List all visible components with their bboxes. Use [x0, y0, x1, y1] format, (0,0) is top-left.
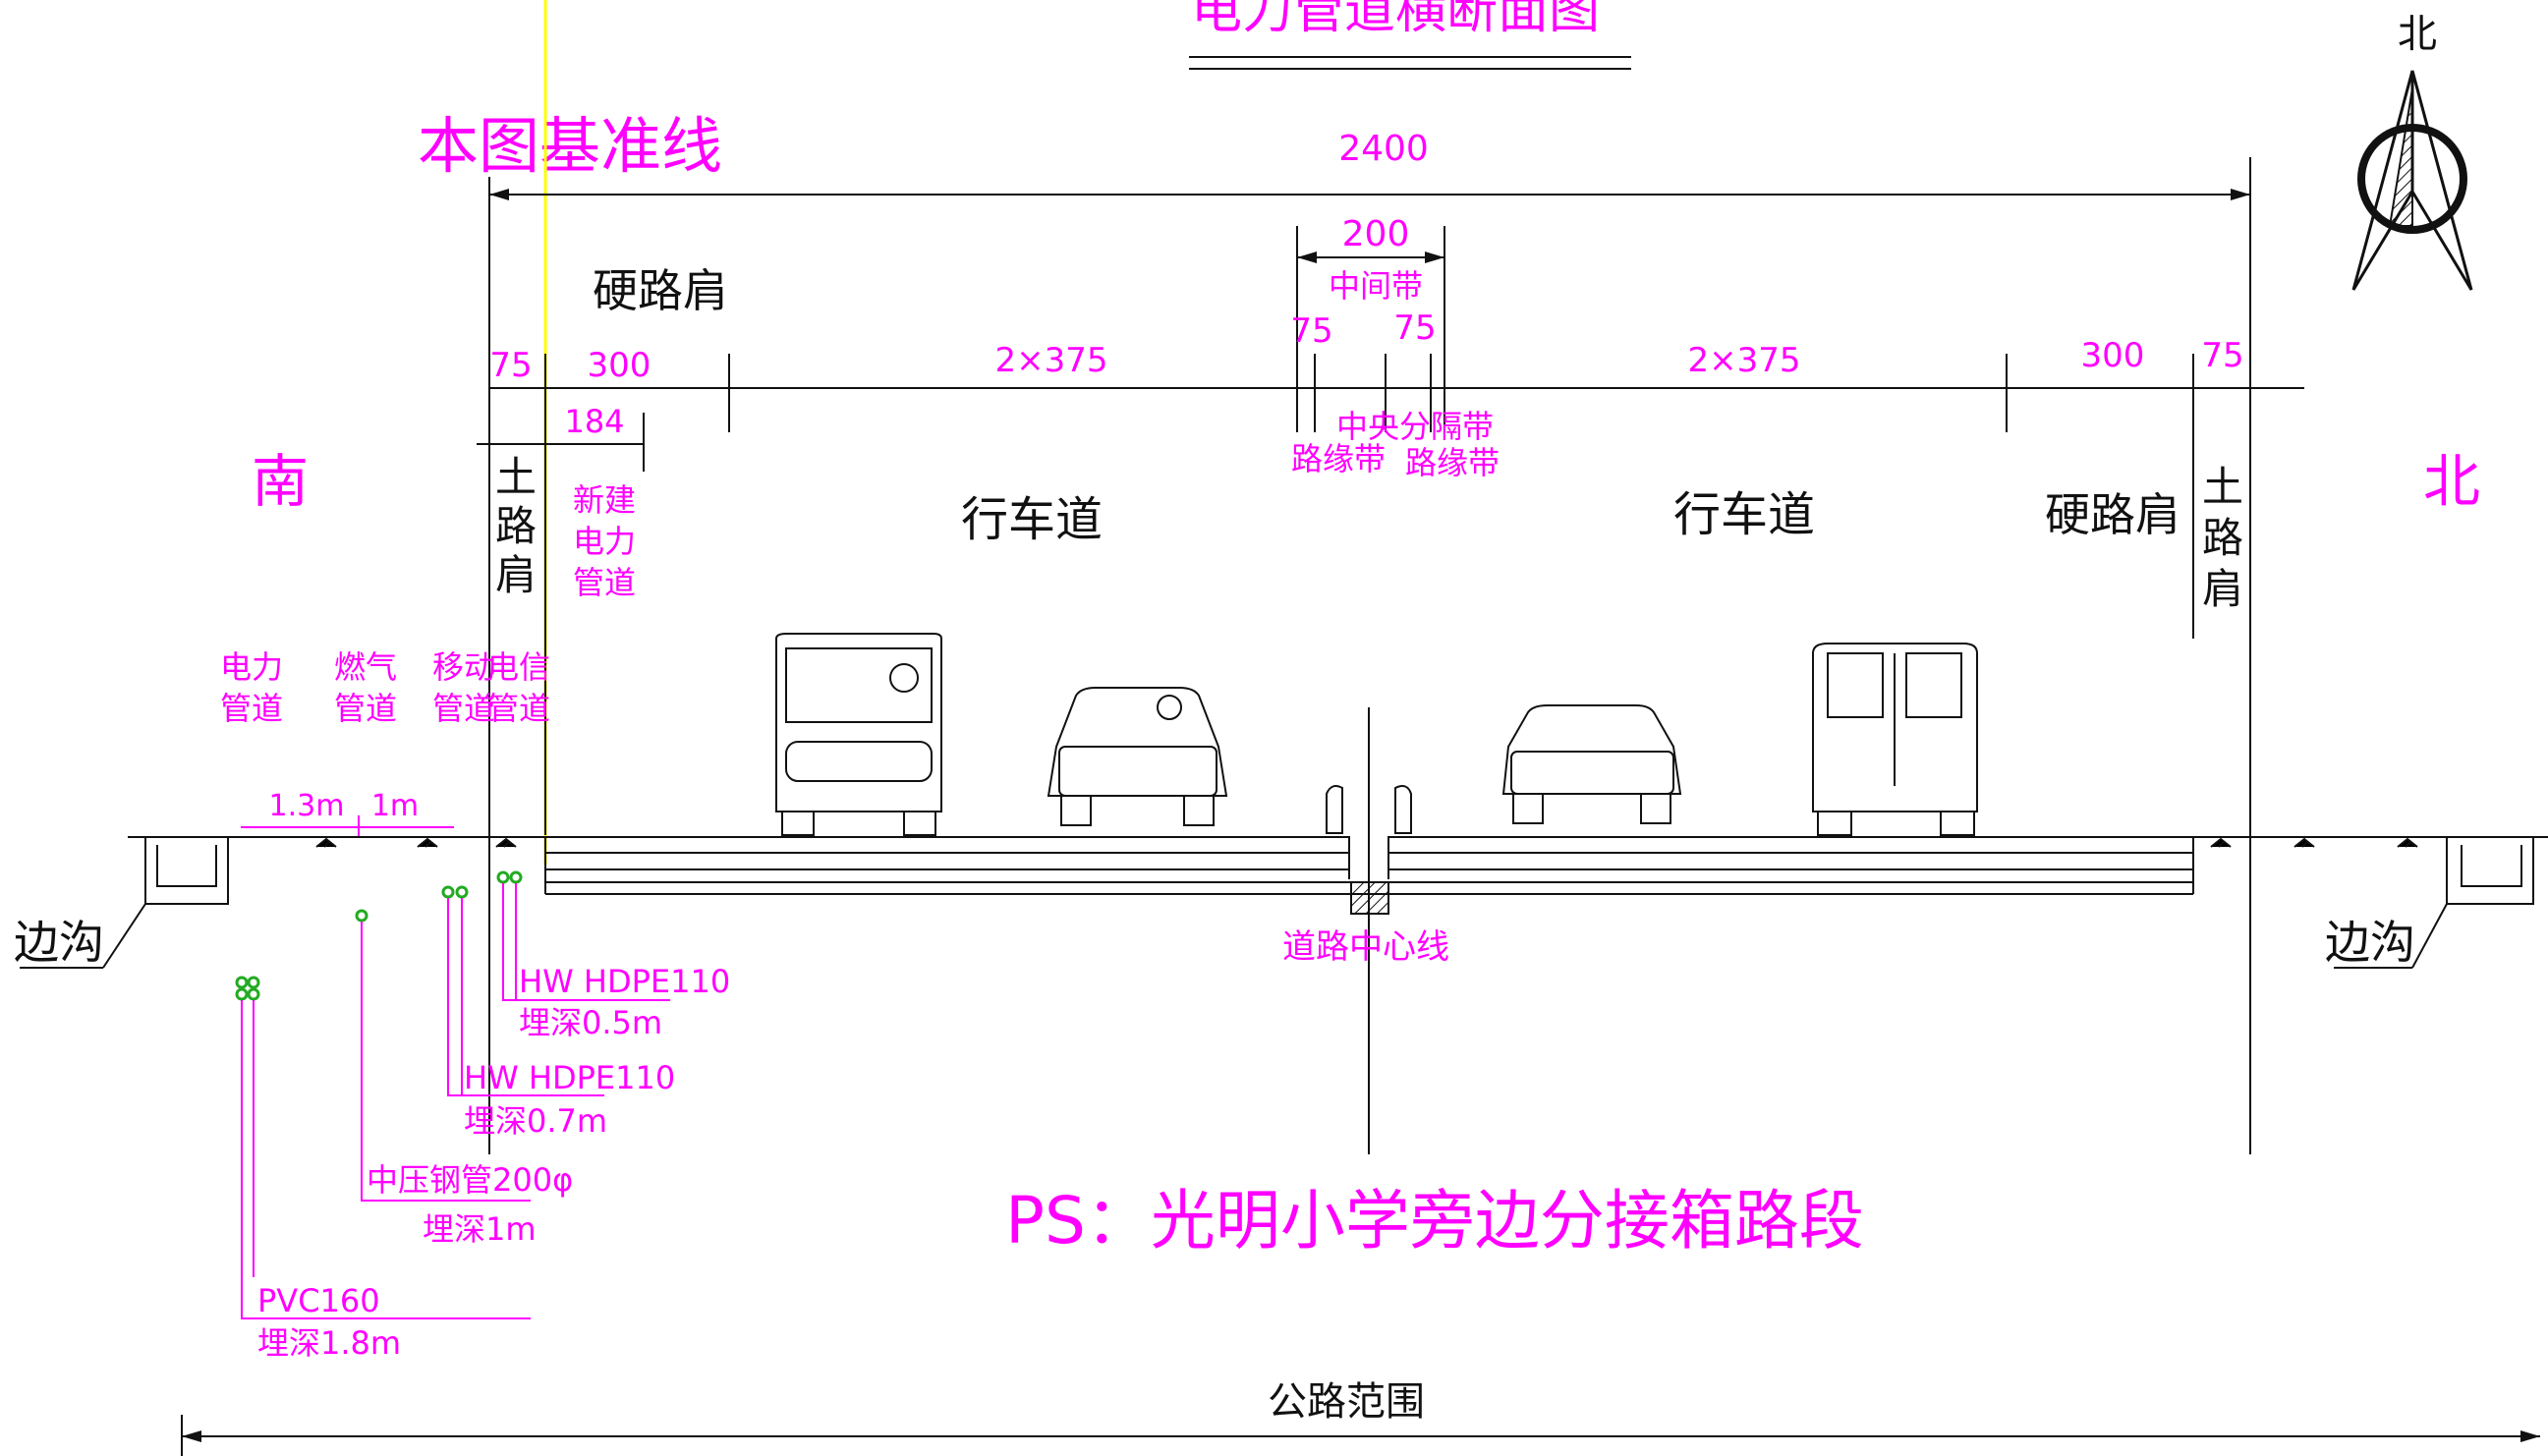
total-dimension-value: 2400: [1338, 129, 1429, 169]
curb-right-label: 路缘带: [1405, 444, 1500, 481]
svg-text:路: 路: [2202, 514, 2243, 562]
pipe-power: [235, 976, 531, 1319]
soil-shoulder-left-label: 土 路 肩: [495, 453, 537, 599]
hard-shoulder-left-label: 硬路肩: [593, 264, 728, 317]
pipe-telecom: [496, 870, 670, 1001]
soil-shoulder-right-label: 土 路 肩: [2202, 463, 2243, 613]
north-side-label: 北: [2423, 448, 2480, 515]
lane-right-label: 行车道: [1673, 487, 1815, 542]
car-right: [1501, 704, 1682, 824]
road-center-label: 道路中心线: [1282, 927, 1449, 967]
van-right: [1812, 643, 1978, 836]
svg-text:北: 北: [2398, 12, 2437, 57]
new-power-label: 新建 电力 管道: [573, 481, 636, 601]
svg-text:土: 土: [495, 453, 537, 501]
dim-right-lanes: 2×375: [1687, 341, 1800, 380]
median-strip-label: 中央分隔带: [1336, 408, 1494, 445]
bus-left: [775, 633, 942, 836]
svg-text:肩: 肩: [495, 551, 537, 599]
ditch-left-label: 边沟: [14, 916, 104, 969]
dim-right-soil: 75: [2201, 336, 2243, 375]
svg-text:电信: 电信: [487, 648, 550, 686]
pipe-telecom-depth: 埋深0.5m: [519, 1004, 662, 1041]
grass-marks: [315, 837, 2418, 848]
dim-right-hard: 300: [2081, 336, 2145, 375]
svg-text:燃气: 燃气: [334, 648, 397, 686]
svg-text:电力: 电力: [220, 648, 283, 686]
ditch-left: [20, 836, 229, 969]
median-curbs: [1326, 785, 1412, 834]
pipe-mobile-spec: HW HDPE110: [464, 1059, 675, 1096]
south-side-label: 南: [252, 448, 309, 515]
dim-median-edge-right: 75: [1393, 308, 1436, 348]
svg-text:肩: 肩: [2202, 565, 2243, 613]
segment-ticks: [544, 354, 2194, 432]
pipe-gas-spec: 中压钢管200φ: [367, 1161, 573, 1199]
center-gravel-block: [1350, 881, 1389, 915]
svg-text:土: 土: [2202, 463, 2243, 511]
pipe-power-spec: PVC160: [257, 1282, 380, 1319]
spacing-a: 1.3m: [269, 789, 345, 823]
ditch-right-label: 边沟: [2325, 916, 2415, 969]
pipe-gas: [355, 909, 531, 1202]
pipe-mobile: [441, 885, 604, 1096]
pipe-gas-depth: 埋深1m: [423, 1210, 537, 1248]
svg-text:管道: 管道: [432, 690, 495, 727]
svg-text:路: 路: [495, 502, 537, 550]
pipe-type-labels: 电力 管道 燃气 管道 移动 管道 电信 管道: [220, 648, 550, 727]
svg-text:新建: 新建: [573, 481, 636, 519]
pipe-offset-value: 184: [564, 403, 624, 440]
curb-left-label: 路缘带: [1291, 440, 1386, 477]
drawing-title: 电力管道横断面图: [1191, 0, 1600, 40]
hard-shoulder-right-label: 硬路肩: [2045, 488, 2180, 541]
pipe-power-depth: 埋深1.8m: [257, 1324, 401, 1362]
dim-left-soil: 75: [489, 346, 532, 385]
car-left: [1047, 687, 1228, 826]
spacing-b: 1m: [371, 789, 419, 823]
ditch-right: [2334, 837, 2534, 969]
north-arrow-icon: 北: [2351, 12, 2473, 291]
svg-text:电力: 电力: [573, 523, 636, 560]
svg-text:移动: 移动: [432, 648, 495, 686]
dim-left-hard: 300: [588, 346, 651, 385]
dim-left-lanes: 2×375: [994, 341, 1107, 380]
dim-median-edge-left: 75: [1290, 311, 1332, 351]
lane-left-label: 行车道: [961, 492, 1103, 547]
svg-text:管道: 管道: [334, 690, 397, 727]
note-text: PS：光明小学旁边分接箱路段: [1005, 1183, 1864, 1259]
baseline-label: 本图基准线: [418, 110, 722, 182]
median-label: 中间带: [1329, 267, 1423, 305]
road-range-label: 公路范围: [1268, 1379, 1425, 1425]
pipe-telecom-spec: HW HDPE110: [519, 963, 730, 1000]
pipe-mobile-depth: 埋深0.7m: [464, 1102, 607, 1140]
svg-text:管道: 管道: [220, 690, 283, 727]
svg-text:管道: 管道: [573, 564, 636, 601]
median-dimension-value: 200: [1342, 214, 1410, 254]
svg-text:管道: 管道: [487, 690, 550, 727]
